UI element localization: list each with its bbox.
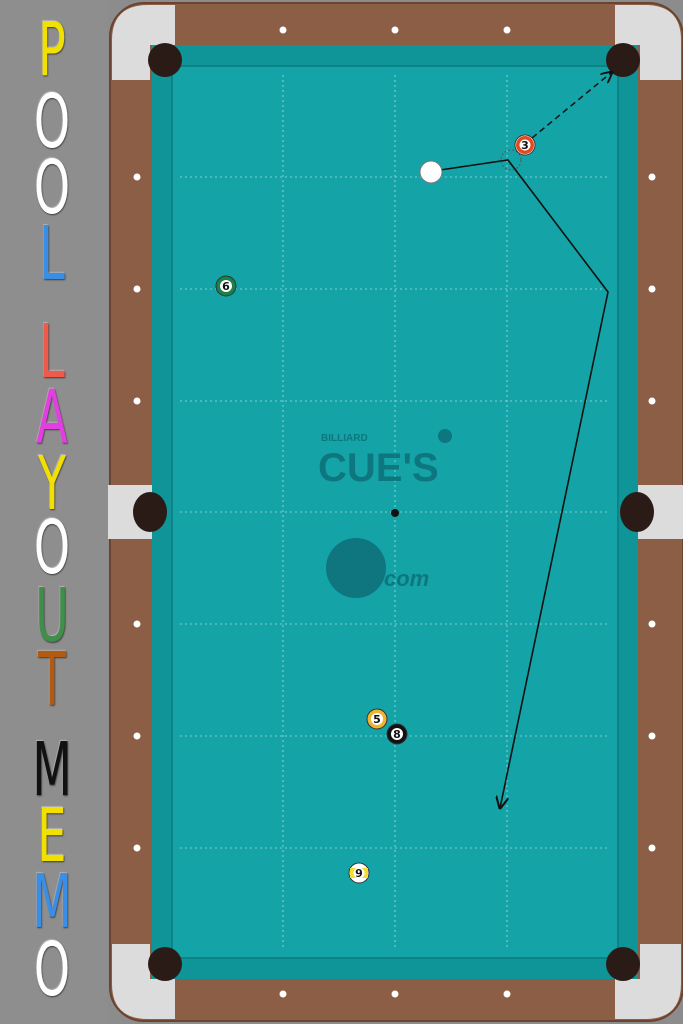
title-letter: O [33, 145, 71, 231]
ball-6[interactable]: 6 [215, 275, 237, 297]
ball-8-number: 8 [393, 728, 401, 741]
pocket-plate-bottom-left [112, 944, 175, 1019]
pool-table: BILLIARD CUE'S com 3 6 5 8 9 [108, 0, 683, 1024]
title-letter: M [32, 859, 72, 945]
cues-logo: BILLIARD CUE'S [318, 429, 452, 490]
pocket-bottom-right [606, 947, 640, 981]
pocket-bottom-left [148, 947, 182, 981]
title-letter: P [38, 7, 66, 93]
title-letter: U [35, 573, 69, 659]
title-letter: A [36, 375, 68, 461]
ball-5[interactable]: 5 [366, 708, 388, 730]
title-sidebar [0, 0, 108, 1024]
title-letter: T [37, 637, 67, 723]
title-letter: E [37, 793, 67, 879]
title-letter: O [33, 505, 71, 591]
ball-3[interactable]: 3 [514, 134, 536, 156]
pocket-plate-top-right [615, 5, 681, 80]
rail-diamonds [133, 26, 656, 998]
ball-6-number: 6 [222, 280, 230, 293]
cue-ball[interactable] [419, 160, 443, 184]
title-letter: L [39, 211, 65, 297]
ghost-ball [500, 149, 522, 171]
ball-3-number: 3 [521, 139, 529, 152]
pocket-top-left [148, 43, 182, 77]
cue-ball-path [439, 159, 609, 808]
ball-9[interactable]: 9 [348, 862, 370, 884]
pocket-plate-top-left [112, 5, 175, 80]
title-letter: L [39, 309, 65, 395]
ball-5-number: 5 [373, 713, 381, 726]
title-letter: Y [37, 441, 67, 527]
logo-small-text: BILLIARD [321, 433, 368, 444]
title-letter: O [33, 927, 71, 1013]
logo-sub-text: com [384, 566, 429, 591]
dcom-logo: com [326, 538, 429, 598]
center-spot [391, 509, 399, 517]
pocket-top-right [606, 43, 640, 77]
pocket-side-right [620, 492, 654, 532]
logo-main-text: CUE'S [318, 446, 439, 490]
ball-9-number: 9 [355, 867, 363, 880]
object-ball-path [531, 72, 612, 139]
title-letter: M [32, 727, 72, 813]
pocket-side-left [133, 492, 167, 532]
title-letter: O [33, 79, 71, 165]
pocket-plate-bottom-right [615, 944, 681, 1019]
ball-8[interactable]: 8 [386, 723, 408, 745]
